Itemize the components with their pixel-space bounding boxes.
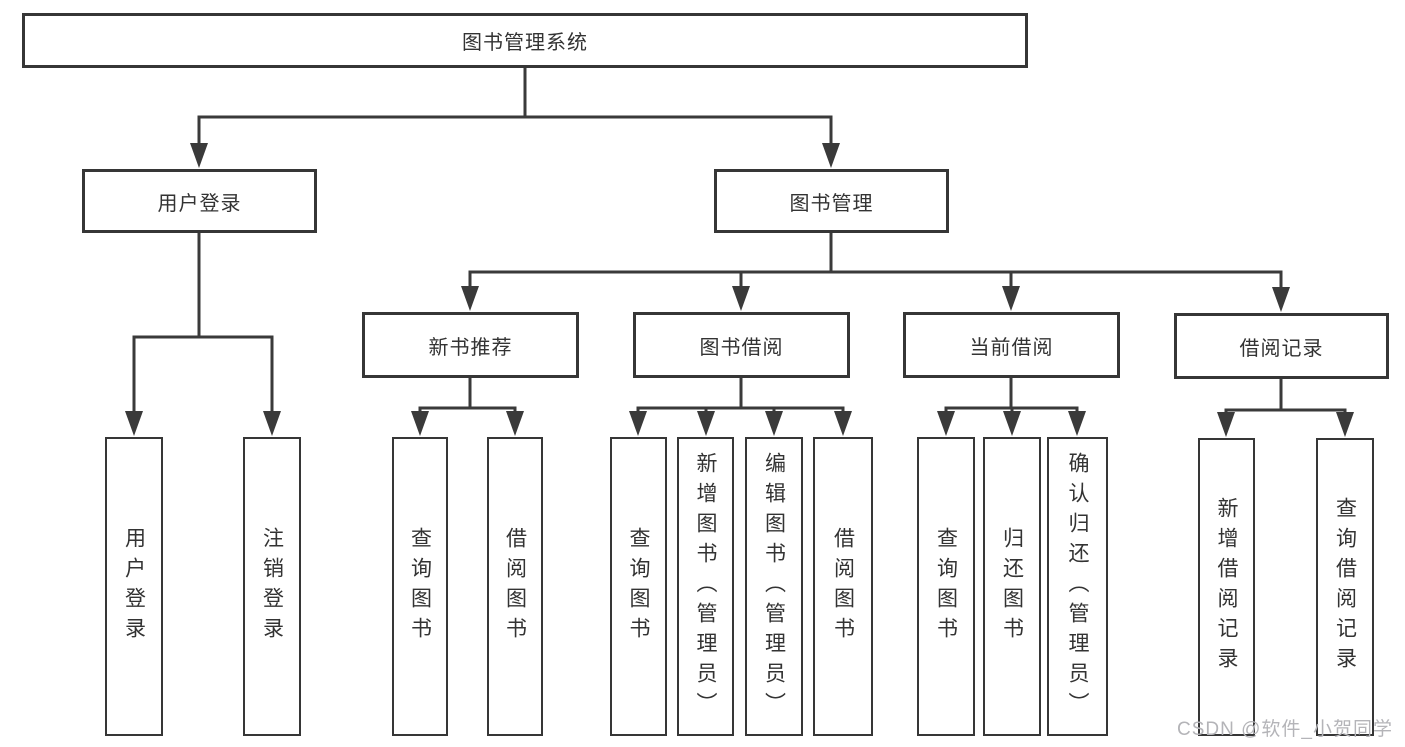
leaf-label: 编辑图书（管理员） [762, 451, 786, 722]
wires-bookmgmt-branch [461, 233, 1290, 312]
leaf-query-borrow-record: 查询借阅记录 [1316, 438, 1374, 736]
leaf-borrow-book-2: 借阅图书 [813, 437, 873, 736]
leaf-label: 用户登录 [122, 526, 146, 647]
leaf-logout: 注销登录 [243, 437, 301, 736]
leaf-query-book-3: 查询图书 [917, 437, 975, 736]
wires-borrowrecord-branch [1217, 379, 1354, 437]
wires-newbook-branch [411, 378, 524, 436]
leaf-query-book-1: 查询图书 [392, 437, 448, 736]
leaf-label: 查询借阅记录 [1333, 497, 1357, 677]
leaf-query-book-2: 查询图书 [610, 437, 667, 736]
leaf-label: 查询图书 [408, 526, 432, 647]
leaf-return-book: 归还图书 [983, 437, 1041, 736]
wires-bookborrow-branch [629, 378, 852, 436]
node-user-login: 用户登录 [82, 169, 317, 233]
leaf-label: 查询图书 [627, 526, 650, 647]
node-new-book-recommend: 新书推荐 [362, 312, 579, 378]
node-borrow-record: 借阅记录 [1174, 313, 1389, 379]
node-book-borrow: 图书借阅 [633, 312, 850, 378]
wires-userlogin-branch [125, 233, 281, 436]
leaf-label: 查询图书 [934, 526, 958, 647]
leaf-borrow-book-1: 借阅图书 [487, 437, 543, 736]
leaf-add-book-admin: 新增图书（管理员） [677, 437, 734, 736]
leaf-label: 新增图书（管理员） [694, 451, 717, 722]
leaf-label: 归还图书 [1000, 526, 1024, 647]
node-book-management: 图书管理 [714, 169, 949, 233]
leaf-edit-book-admin: 编辑图书（管理员） [745, 437, 803, 736]
node-current-borrow: 当前借阅 [903, 312, 1120, 378]
leaf-label: 借阅图书 [831, 526, 855, 647]
wires-currentborrow-branch [937, 378, 1086, 436]
leaf-label: 新增借阅记录 [1215, 497, 1238, 677]
watermark: CSDN @软件_小贺同学 [1177, 719, 1393, 740]
wires-root-to-level2 [190, 68, 840, 168]
node-root: 图书管理系统 [22, 13, 1028, 68]
leaf-add-borrow-record: 新增借阅记录 [1198, 438, 1255, 736]
leaf-label: 注销登录 [260, 526, 284, 647]
leaf-label: 确认归还（管理员） [1066, 451, 1089, 722]
leaf-confirm-return-admin: 确认归还（管理员） [1047, 437, 1108, 736]
leaf-user-login: 用户登录 [105, 437, 163, 736]
leaf-label: 借阅图书 [503, 526, 527, 647]
